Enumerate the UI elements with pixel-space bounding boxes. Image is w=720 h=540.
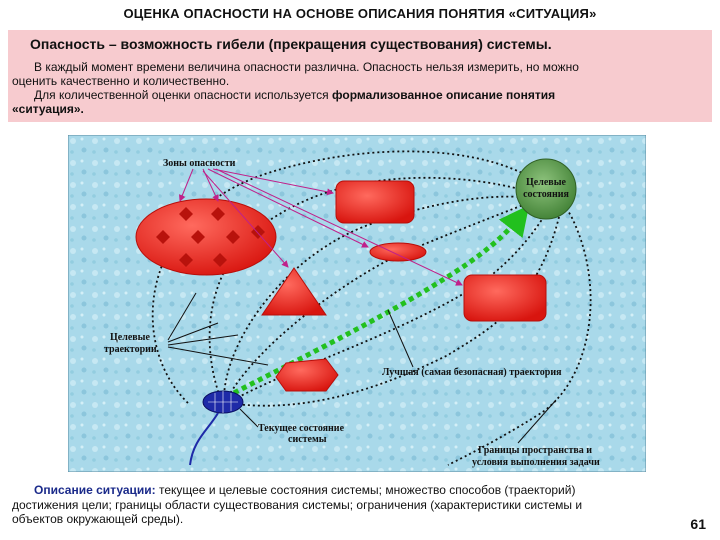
current-state-tail — [189, 412, 219, 466]
danger-rect-right — [463, 274, 547, 322]
page-number: 61 — [690, 516, 706, 532]
bounds-label-2: условия выполнения задачи — [472, 457, 600, 468]
danger-hexagon — [275, 358, 339, 392]
current-state-mesh — [208, 391, 238, 413]
danger-diamond-3 — [156, 230, 170, 244]
caption-line-2: достижения цели; границы области существ… — [12, 497, 583, 512]
target-traj-lines — [167, 292, 269, 366]
danger-ellipse-small — [369, 242, 427, 262]
caption-line-3: объектов окружающей среды). — [12, 512, 184, 526]
danger-ellipse-large — [135, 198, 277, 276]
target-states-label-1: Целевые — [526, 177, 566, 188]
danger-definition: Опасность – возможность гибели (прекраще… — [30, 36, 552, 52]
para-line-1: В каждый момент времени величина опаснос… — [34, 60, 579, 74]
para-line-4: «ситуация». — [12, 102, 702, 116]
page-title: ОЦЕНКА ОПАСНОСТИ НА ОСНОВЕ ОПИСАНИЯ ПОНЯ… — [123, 6, 597, 21]
best-trajectory — [224, 205, 530, 400]
danger-diamond-7 — [179, 253, 193, 267]
danger-diamond-4 — [191, 230, 205, 244]
best-trajectory-pointer — [387, 309, 414, 368]
para-line-4-bold: «ситуация». — [12, 102, 84, 116]
danger-zones-label: Зоны опасности — [163, 158, 236, 169]
situation-diagram: Целевые состояния Зоны опасности Целевые… — [68, 135, 646, 472]
danger-rect-top — [335, 180, 415, 224]
para-line-3-plain: Для количественной оценки опасности испо… — [34, 88, 333, 102]
target-states-label-2: состояния — [523, 189, 569, 200]
danger-diamond-2 — [211, 207, 225, 221]
current-state-label-1: Текущее состояние — [258, 423, 345, 434]
para-line-2: оценить качественно и количественно. — [12, 74, 230, 88]
target-traj-label-2: траектории — [104, 344, 157, 355]
danger-zones — [135, 180, 547, 392]
trajectory-2 — [223, 195, 524, 396]
caption-lead: Описание ситуации: — [34, 483, 156, 497]
caption-text: текущее и целевые состояния системы; мно… — [155, 483, 576, 497]
current-state-pointer — [239, 408, 259, 428]
danger-diamond-5 — [226, 230, 240, 244]
bounds-pointer — [517, 399, 557, 444]
trajectory-3 — [227, 202, 529, 398]
bounds-label-1: Границы пространства и — [478, 445, 592, 456]
best-trajectory-label: Лучшая (самая безопасная) траектория — [382, 367, 562, 378]
danger-label-arrows — [179, 168, 463, 286]
caption-line-1: Описание ситуации: текущее и целевые сос… — [12, 483, 702, 498]
danger-triangle — [261, 267, 327, 316]
para-line-3: Для количественной оценки опасности испо… — [12, 88, 702, 102]
danger-diamond-8 — [213, 253, 227, 267]
target-states-circle — [515, 158, 577, 220]
current-state-label-2: системы — [288, 434, 327, 445]
target-traj-label-1: Целевые — [110, 332, 150, 343]
para-line-3-bold: формализованное описание понятия — [332, 88, 556, 102]
definition-block: Опасность – возможность гибели (прекраще… — [8, 30, 712, 122]
danger-diamond-1 — [179, 207, 193, 221]
situation-caption: Описание ситуации: текущее и целевые сос… — [12, 483, 702, 527]
definition-paragraph: В каждый момент времени величина опаснос… — [12, 60, 702, 116]
trajectory-1 — [208, 176, 524, 398]
